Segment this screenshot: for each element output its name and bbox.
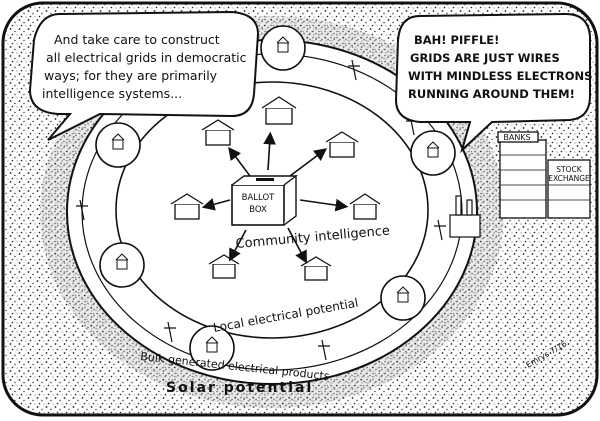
house-icon: [325, 131, 359, 158]
left-bubble-line-3: ways; for they are primarily: [44, 68, 218, 83]
stock-sign-line1: STOCK: [556, 165, 582, 174]
banks-sign: BANKS: [503, 133, 530, 142]
right-bubble-line-4: RUNNING AROUND THEM!: [408, 87, 575, 101]
left-bubble-line-4: intelligence systems...: [42, 86, 182, 101]
left-speech-bubble: [28, 10, 260, 141]
right-bubble-line-3: WITH MINDLESS ELECTRONS: [408, 69, 592, 83]
community-arrows: [201, 131, 349, 264]
ballot-box: BALLOT BOX: [231, 175, 299, 226]
stock-sign-line2: EXCHANGE: [548, 174, 590, 183]
house-icon: [201, 119, 235, 146]
community-houses: [170, 96, 381, 281]
house-icon: [170, 193, 204, 220]
house-icon: [300, 256, 332, 281]
ballot-box-line2: BOX: [249, 205, 267, 215]
left-bubble-line-1: And take care to construct: [54, 32, 220, 47]
factory: [449, 195, 481, 238]
right-speech-bubble: [394, 12, 591, 154]
right-bubble-line-1: BAH! PIFFLE!: [414, 33, 499, 47]
banks-building: [497, 131, 547, 219]
house-icon: [261, 96, 297, 125]
ring-node-houses: [111, 36, 440, 353]
left-bubble-line-2: all electrical grids in democratic: [46, 50, 247, 65]
ballot-box-line1: BALLOT: [242, 193, 276, 203]
house-icon: [208, 254, 240, 279]
right-bubble-line-2: GRIDS ARE JUST WIRES: [410, 51, 560, 65]
solar-potential-label: Solar potential: [166, 380, 313, 396]
house-icon: [349, 193, 381, 220]
stock-exchange-building: [547, 159, 591, 219]
